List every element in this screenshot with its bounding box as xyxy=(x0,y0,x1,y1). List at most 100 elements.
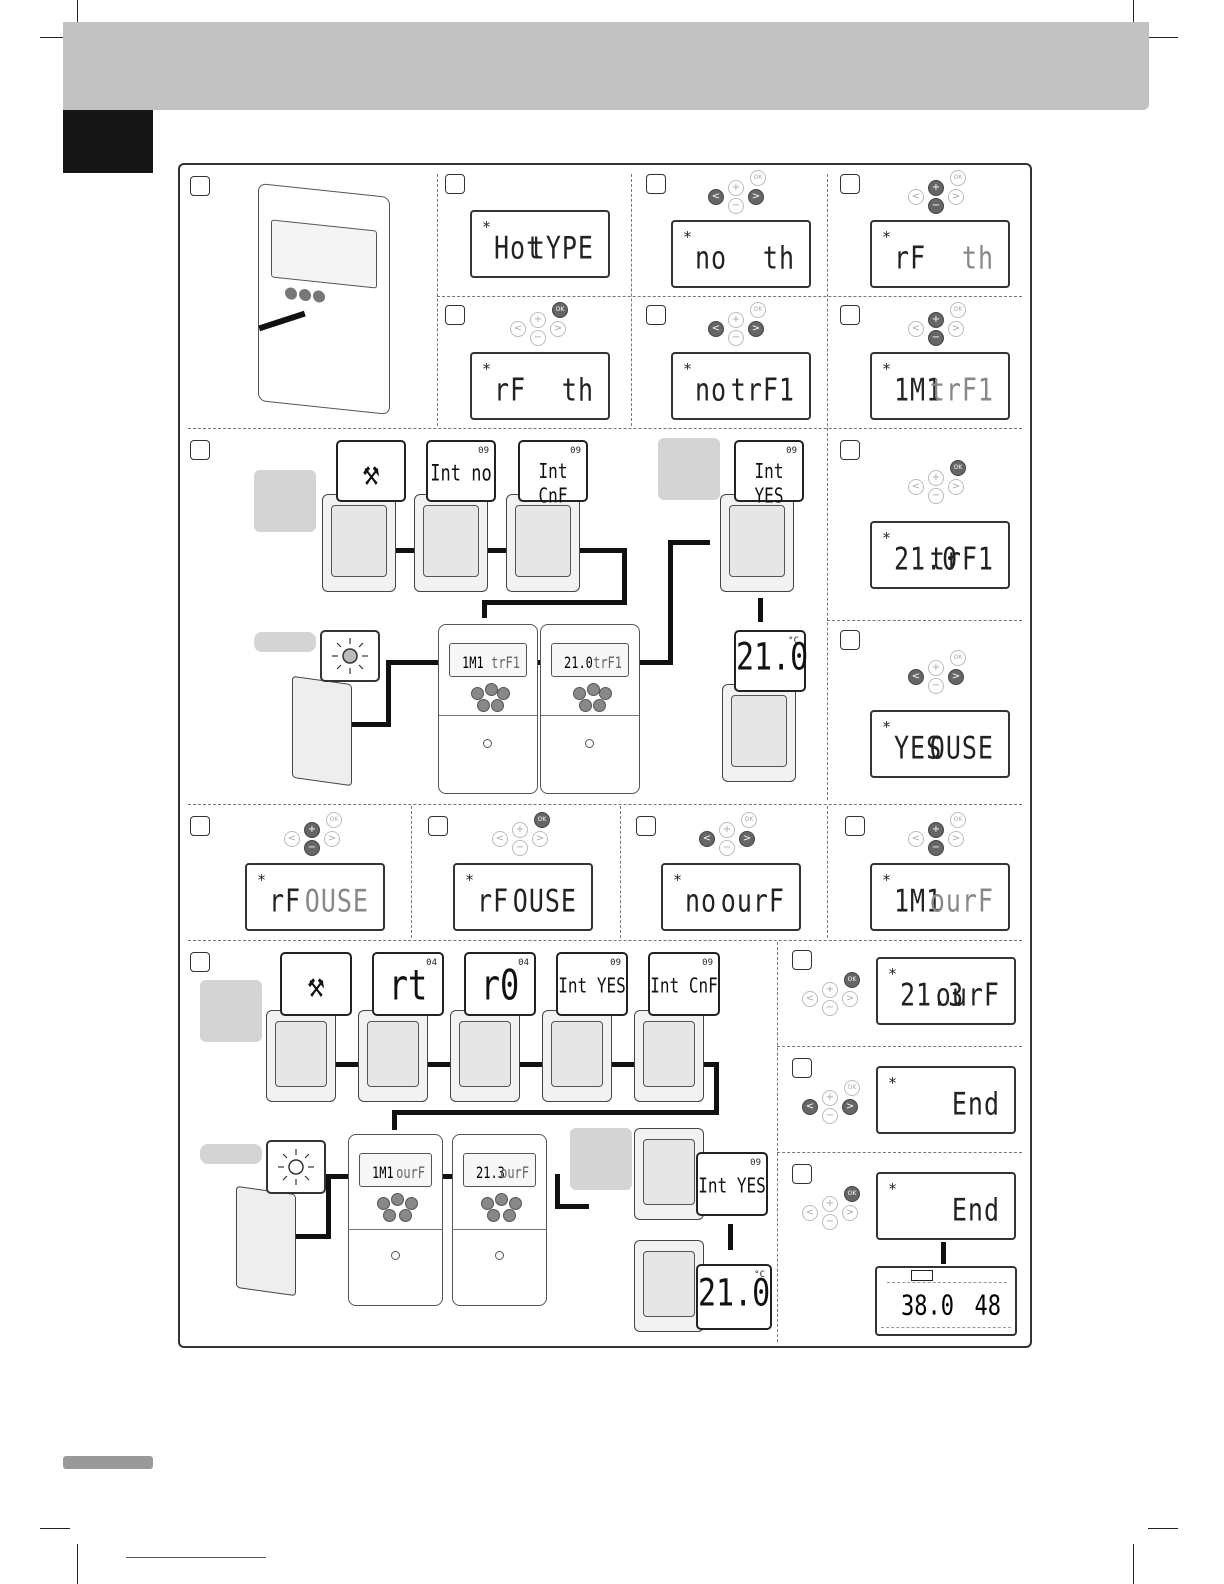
controller-button[interactable] xyxy=(383,1209,396,1222)
controller-button[interactable] xyxy=(405,1197,418,1210)
controller-button[interactable] xyxy=(503,1209,516,1222)
controller-button[interactable] xyxy=(299,288,311,302)
right-arrow-icon[interactable]: > xyxy=(948,189,964,205)
minus-icon[interactable]: − xyxy=(728,330,744,346)
plus-icon[interactable]: + xyxy=(928,822,944,838)
plus-icon[interactable]: + xyxy=(928,470,944,486)
right-arrow-icon[interactable]: > xyxy=(532,831,548,847)
asterisk-icon: * xyxy=(673,871,683,889)
right-arrow-icon[interactable]: > xyxy=(842,1205,858,1221)
controller-button[interactable] xyxy=(487,1209,500,1222)
plus-icon[interactable]: + xyxy=(822,1196,838,1212)
controller-button[interactable] xyxy=(599,687,612,700)
asterisk-icon: * xyxy=(888,1074,898,1092)
controller-button[interactable] xyxy=(477,699,490,712)
bubble-sup: 04 xyxy=(518,958,529,968)
controller-button[interactable] xyxy=(579,699,592,712)
left-arrow-icon[interactable]: < xyxy=(699,831,715,847)
right-arrow-icon[interactable]: > xyxy=(324,831,340,847)
left-arrow-icon[interactable]: < xyxy=(802,1205,818,1221)
ok-icon[interactable]: OK xyxy=(950,650,966,666)
right-arrow-icon[interactable]: > xyxy=(948,669,964,685)
controller-button[interactable] xyxy=(495,1193,508,1206)
minus-icon[interactable]: − xyxy=(512,840,528,856)
minus-icon[interactable]: − xyxy=(928,488,944,504)
controller-button[interactable] xyxy=(391,1193,404,1206)
minus-icon[interactable]: − xyxy=(728,198,744,214)
left-arrow-icon[interactable]: < xyxy=(908,479,924,495)
plus-icon[interactable]: + xyxy=(512,822,528,838)
ok-icon[interactable]: OK xyxy=(750,170,766,186)
left-arrow-icon[interactable]: < xyxy=(708,321,724,337)
minus-icon[interactable]: − xyxy=(304,840,320,856)
right-arrow-icon[interactable]: > xyxy=(748,189,764,205)
right-arrow-icon[interactable]: > xyxy=(550,321,566,337)
flow-arrow xyxy=(704,1062,718,1067)
controller-left-text: 1M1 xyxy=(372,1163,394,1183)
minus-icon[interactable]: − xyxy=(822,1214,838,1230)
right-arrow-icon[interactable]: > xyxy=(842,1099,858,1115)
plus-icon[interactable]: + xyxy=(822,982,838,998)
ok-icon[interactable]: OK xyxy=(950,812,966,828)
left-arrow-icon[interactable]: < xyxy=(908,189,924,205)
controller-button[interactable] xyxy=(509,1197,522,1210)
ok-icon[interactable]: OK xyxy=(750,302,766,318)
right-arrow-icon[interactable]: > xyxy=(842,991,858,1007)
minus-icon[interactable]: − xyxy=(530,330,546,346)
minus-icon[interactable]: − xyxy=(928,330,944,346)
left-arrow-icon[interactable]: < xyxy=(802,1099,818,1115)
ok-icon[interactable]: OK xyxy=(844,972,860,988)
right-arrow-icon[interactable]: > xyxy=(739,831,755,847)
ok-icon[interactable]: OK xyxy=(950,170,966,186)
plus-icon[interactable]: + xyxy=(728,180,744,196)
left-arrow-icon[interactable]: < xyxy=(510,321,526,337)
right-arrow-icon[interactable]: > xyxy=(948,479,964,495)
plus-icon[interactable]: + xyxy=(719,822,735,838)
controller-button[interactable] xyxy=(497,687,510,700)
left-arrow-icon[interactable]: < xyxy=(908,669,924,685)
controller-button[interactable] xyxy=(313,289,325,304)
plus-icon[interactable]: + xyxy=(928,180,944,196)
left-arrow-icon[interactable]: < xyxy=(708,189,724,205)
controller-button[interactable] xyxy=(573,687,586,700)
plus-icon[interactable]: + xyxy=(822,1090,838,1106)
plus-icon[interactable]: + xyxy=(728,312,744,328)
left-arrow-icon[interactable]: < xyxy=(492,831,508,847)
controller-button[interactable] xyxy=(377,1197,390,1210)
button-pad: OK + − < > xyxy=(800,972,862,1018)
minus-icon[interactable]: − xyxy=(928,198,944,214)
ok-icon[interactable]: OK xyxy=(950,460,966,476)
ok-icon[interactable]: OK xyxy=(552,302,568,318)
plus-icon[interactable]: + xyxy=(530,312,546,328)
right-arrow-icon[interactable]: > xyxy=(748,321,764,337)
controller-button[interactable] xyxy=(399,1209,412,1222)
controller-button[interactable] xyxy=(471,687,484,700)
ok-icon[interactable]: OK xyxy=(326,812,342,828)
controller-button[interactable] xyxy=(593,699,606,712)
left-arrow-icon[interactable]: < xyxy=(802,991,818,1007)
minus-icon[interactable]: − xyxy=(928,840,944,856)
plus-icon[interactable]: + xyxy=(928,660,944,676)
controller-button[interactable] xyxy=(491,699,504,712)
right-arrow-icon[interactable]: > xyxy=(948,321,964,337)
plus-icon[interactable]: + xyxy=(304,822,320,838)
ok-icon[interactable]: OK xyxy=(844,1080,860,1096)
minus-icon[interactable]: − xyxy=(719,840,735,856)
controller-button[interactable] xyxy=(481,1197,494,1210)
left-arrow-icon[interactable]: < xyxy=(908,831,924,847)
controller-button[interactable] xyxy=(285,286,297,301)
right-arrow-icon[interactable]: > xyxy=(948,831,964,847)
plus-icon[interactable]: + xyxy=(928,312,944,328)
lcd-right-text: ourF xyxy=(929,882,994,919)
ok-icon[interactable]: OK xyxy=(741,812,757,828)
ok-icon[interactable]: OK xyxy=(534,812,550,828)
ok-icon[interactable]: OK xyxy=(950,302,966,318)
minus-icon[interactable]: − xyxy=(928,678,944,694)
footer-link-line[interactable] xyxy=(126,1557,266,1558)
ok-icon[interactable]: OK xyxy=(844,1186,860,1202)
thermostat-face xyxy=(367,1021,419,1087)
left-arrow-icon[interactable]: < xyxy=(284,831,300,847)
left-arrow-icon[interactable]: < xyxy=(908,321,924,337)
minus-icon[interactable]: − xyxy=(822,1000,838,1016)
minus-icon[interactable]: − xyxy=(822,1108,838,1124)
